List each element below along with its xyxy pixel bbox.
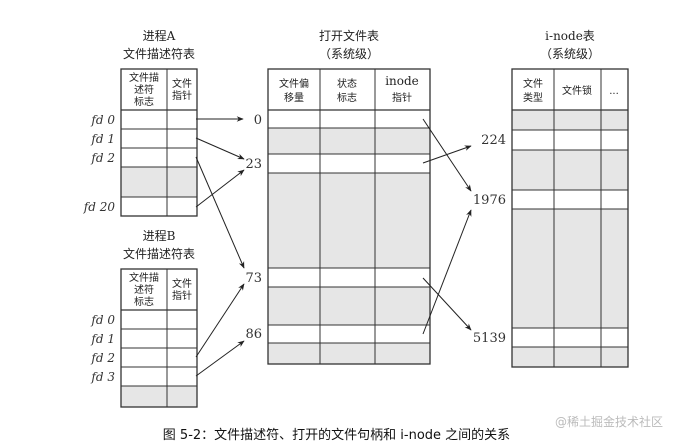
open-file-table: 文件偏 移量 状态 标志 inode 指针 xyxy=(267,68,431,365)
col-header-fd-flags-line3: 标志 xyxy=(134,95,154,108)
inode-number: 224 xyxy=(481,133,506,148)
col-header-file-lock: 文件锁 xyxy=(562,84,592,97)
process-b-title: 进程B xyxy=(143,228,176,243)
open-file-index: 86 xyxy=(245,327,262,342)
col-header-fd-flags-line1: 文件描 xyxy=(129,271,159,284)
arrow-a-fd2-to-of73 xyxy=(195,156,245,269)
col-header-fd-flags-line2: 述符 xyxy=(134,83,154,96)
open-file-index: 23 xyxy=(245,157,262,172)
unused-rows-shade xyxy=(121,167,197,197)
fd-label: fd 3 xyxy=(90,370,115,384)
col-header-more: ... xyxy=(609,86,619,97)
open-file-index: 73 xyxy=(245,271,262,286)
open-file-index: 0 xyxy=(254,113,262,128)
inode-table-title: i-node表 xyxy=(545,29,595,43)
fd-label: fd 20 xyxy=(83,200,116,214)
col-header-file-ptr-line2: 指针 xyxy=(172,89,192,102)
arrow-b-fd3-to-of86 xyxy=(195,340,245,377)
fd-label: fd 0 xyxy=(90,113,115,127)
process-a-subtitle: 文件描述符表 xyxy=(123,46,195,61)
table-border xyxy=(267,68,431,365)
col-header-fd-flags-line2: 述符 xyxy=(134,283,154,296)
process-b-table: 文件描 述符 标志 文件 指针 xyxy=(120,268,198,408)
col-header-status-line2: 标志 xyxy=(337,91,357,104)
col-header-fd-flags-line1: 文件描 xyxy=(129,71,159,84)
col-header-file-type-line2: 类型 xyxy=(523,91,543,104)
col-header-offset-line1: 文件偏 xyxy=(279,77,309,90)
table-border xyxy=(120,268,198,408)
col-header-inode-line1: inode xyxy=(385,74,419,88)
unused-rows-shade xyxy=(121,386,197,407)
fd-label: fd 0 xyxy=(90,313,115,327)
col-header-inode-line2: 指针 xyxy=(392,91,412,104)
open-file-table-group: 打开文件表 （系统级） 文件偏 移量 状态 标志 inode 指针 0 2 xyxy=(245,28,431,365)
process-b-group: 进程B 文件描述符表 文件描 述符 标志 文件 指针 fd 0 fd 1 fd … xyxy=(90,228,198,408)
table-border xyxy=(120,68,198,217)
open-file-table-subtitle: （系统级） xyxy=(319,47,379,61)
process-b-subtitle: 文件描述符表 xyxy=(123,246,195,261)
inode-table-group: i-node表 （系统级） 文件 类型 文件锁 ... 224 1976 513… xyxy=(473,29,629,368)
arrow-a-fd20-to-of23 xyxy=(195,169,245,208)
inode-number: 5139 xyxy=(473,331,506,346)
table-border xyxy=(511,68,629,368)
process-a-title: 进程A xyxy=(143,28,176,43)
inode-table-subtitle: （系统级） xyxy=(540,47,600,61)
fd-label: fd 1 xyxy=(90,132,115,146)
fd-label: fd 1 xyxy=(90,332,115,346)
watermark: @稀土掘金技术社区 xyxy=(554,415,663,429)
col-header-offset-line2: 移量 xyxy=(284,91,304,104)
col-header-status-line1: 状态 xyxy=(337,77,357,90)
arrow-b-fd2-to-of73 xyxy=(195,283,245,358)
fd-label: fd 2 xyxy=(90,351,115,365)
arrows xyxy=(195,116,472,377)
col-header-file-ptr-line1: 文件 xyxy=(172,77,192,90)
fd-label: fd 2 xyxy=(90,151,115,165)
inode-table: 文件 类型 文件锁 ... xyxy=(511,68,629,368)
figure-caption: 图 5-2：文件描述符、打开的文件句柄和 i-node 之间的关系 xyxy=(162,428,511,443)
col-header-file-ptr-line1: 文件 xyxy=(172,277,192,290)
arrow-of73-to-inode5139 xyxy=(422,277,472,331)
inode-number: 1976 xyxy=(473,193,506,208)
col-header-file-type-line1: 文件 xyxy=(523,77,543,90)
process-a-group: 进程A 文件描述符表 文件描 述符 标志 文件 指针 fd 0 fd 1 fd … xyxy=(83,28,198,217)
arrow-of23-to-inode224 xyxy=(422,145,472,164)
arrow-of86-to-inode1976 xyxy=(422,209,472,335)
arrow-a-fd1-to-of23 xyxy=(195,137,245,160)
col-header-file-ptr-line2: 指针 xyxy=(172,289,192,302)
open-file-table-title: 打开文件表 xyxy=(319,28,379,43)
col-header-fd-flags-line3: 标志 xyxy=(134,295,154,308)
process-a-table: 文件描 述符 标志 文件 指针 xyxy=(120,68,198,217)
